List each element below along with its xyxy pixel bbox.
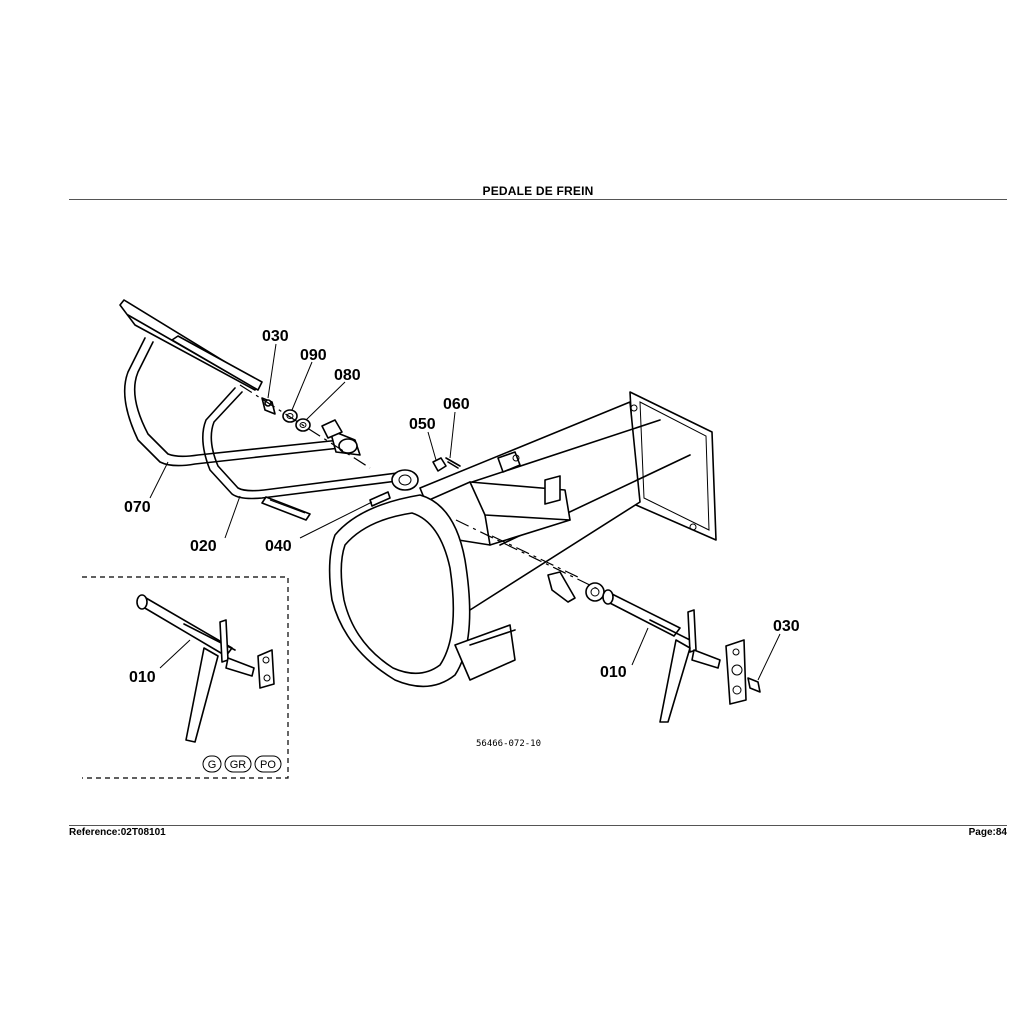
label-part-060: 060 <box>443 396 470 413</box>
transmission-housing <box>328 391 717 688</box>
header-rule <box>69 199 1007 200</box>
label-part-040: 040 <box>265 538 292 555</box>
inset-box <box>82 576 289 779</box>
badge-gr: GR <box>230 759 247 771</box>
page-number: Page:84 <box>968 827 1007 838</box>
label-part-070: 070 <box>124 499 151 516</box>
label-part-020: 020 <box>190 538 217 555</box>
page-title: PEDALE DE FREIN <box>482 184 594 198</box>
label-part-010-inset: 010 <box>129 669 156 686</box>
drawing-code: 56466-072-10 <box>476 739 541 749</box>
label-part-030-right: 030 <box>773 618 800 635</box>
reference-text: Reference:02T08101 <box>69 827 166 838</box>
cross-shaft-010-main <box>602 589 761 723</box>
badge-g: G <box>208 759 217 771</box>
leader-lines <box>149 343 781 681</box>
label-part-010-main: 010 <box>600 664 627 681</box>
hardware-parts <box>239 384 601 591</box>
label-part-090: 090 <box>300 347 327 364</box>
label-part-080: 080 <box>334 367 361 384</box>
pedal-arm-070 <box>119 299 361 467</box>
footer-rule <box>69 825 1007 826</box>
label-part-030-top: 030 <box>262 328 289 345</box>
badge-po: PO <box>260 759 276 771</box>
pedal-arm-020 <box>171 335 419 521</box>
variant-badges: G GR PO <box>202 755 282 773</box>
label-part-050: 050 <box>409 416 436 433</box>
